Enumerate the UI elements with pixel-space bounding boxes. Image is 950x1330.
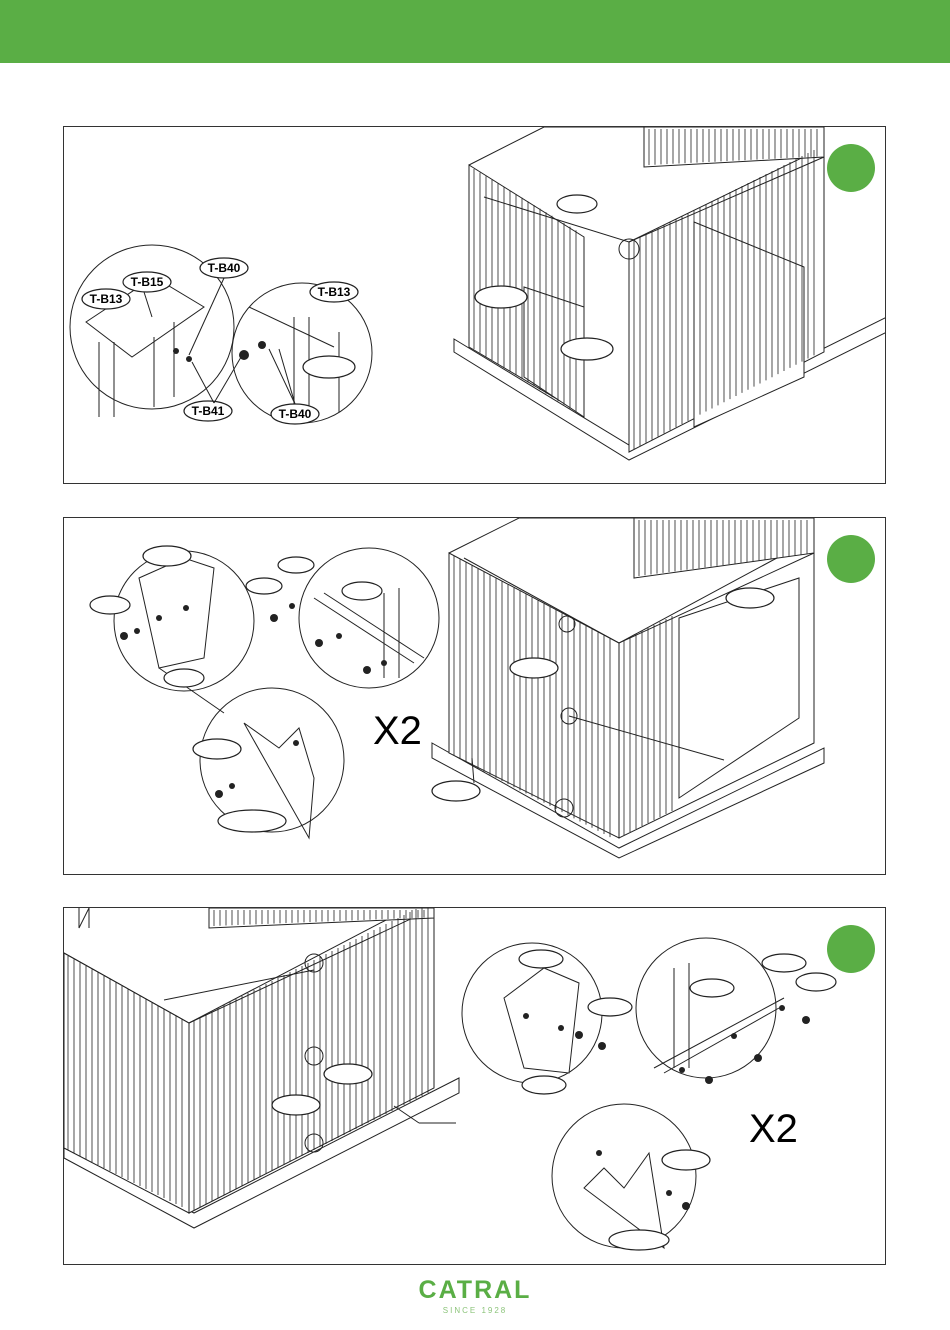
label-t-b13-left: T-B13	[90, 292, 123, 306]
label-t-b41: T-B41	[192, 404, 225, 418]
step-3-illustration: X2	[64, 908, 886, 1265]
step-marker-2	[827, 535, 875, 583]
multiplier-x2: X2	[749, 1107, 798, 1151]
label-t-b15: T-B15	[131, 275, 164, 289]
step-2-illustration: X2	[64, 518, 886, 875]
label-t-b40-bottom: T-B40	[279, 407, 312, 421]
step-marker-1	[827, 144, 875, 192]
step-panel-1: T-B15 T-B40 T-B13 T-B13 T-B41 T-B40	[63, 126, 886, 484]
footer-logo: CATRAL SINCE 1928	[0, 1276, 950, 1315]
multiplier-x2: X2	[373, 709, 422, 753]
brand-tagline: SINCE 1928	[0, 1306, 950, 1315]
brand-name: CATRAL	[0, 1276, 950, 1305]
label-t-b13-right: T-B13	[318, 285, 351, 299]
step-panel-2: X2	[63, 517, 886, 875]
step-marker-3	[827, 925, 875, 973]
header-bar	[0, 0, 950, 63]
step-panel-3: X2	[63, 907, 886, 1265]
step-1-illustration: T-B15 T-B40 T-B13 T-B13 T-B41 T-B40	[64, 127, 886, 484]
label-t-b40-top: T-B40	[208, 261, 241, 275]
